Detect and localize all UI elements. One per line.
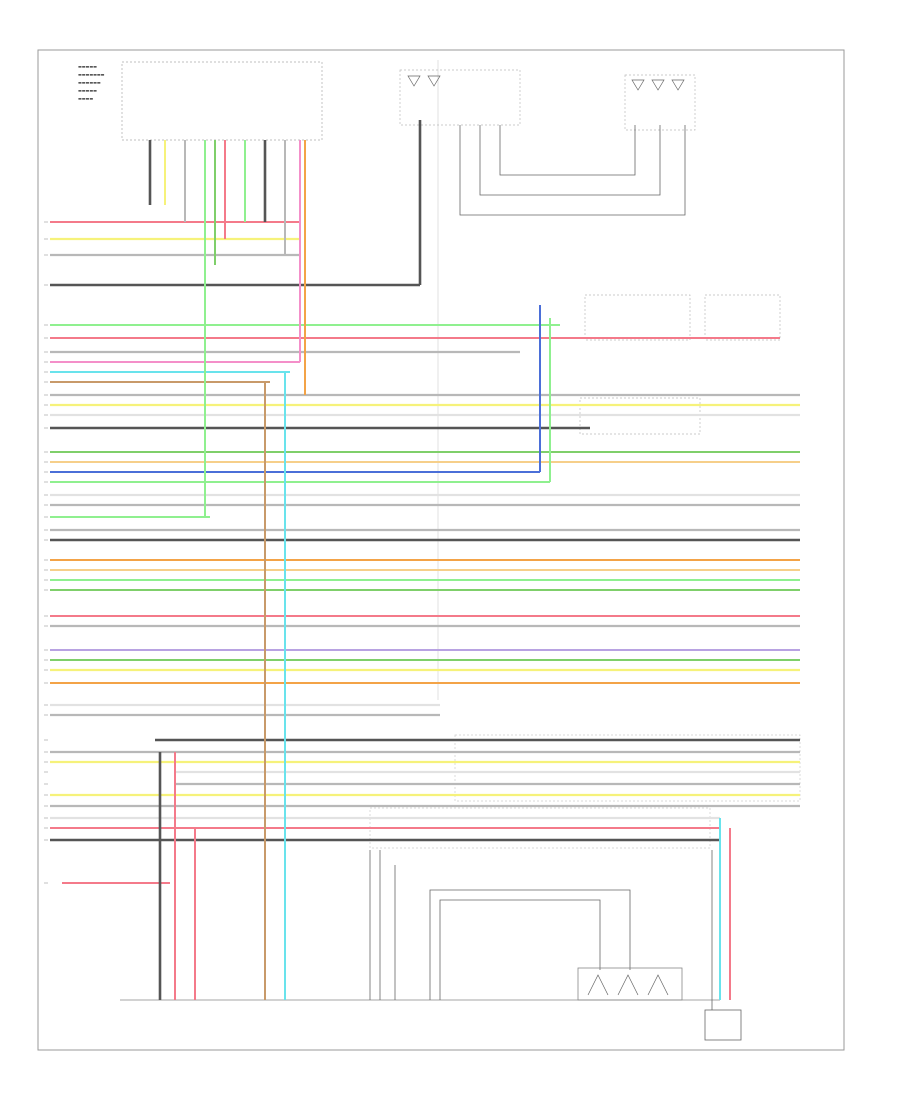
top-right-connector-a [399,69,521,126]
vertical-wire-layer [148,120,731,1000]
top-left-connector: ▬▬▬▬▬ ▬▬▬▬▬▬▬ ▬▬▬▬▬▬ ▬▬▬▬▬ ▬▬▬▬ [78,61,323,141]
svg-text:▬▬▬▬▬: ▬▬▬▬▬ [78,64,97,69]
svg-text:▬▬▬▬▬▬: ▬▬▬▬▬▬ [78,80,101,85]
svg-text:▬▬▬▬▬: ▬▬▬▬▬ [78,88,97,93]
svg-text:▬▬▬▬: ▬▬▬▬ [78,96,93,101]
right-connector-upper [584,294,781,341]
bus-line [479,125,661,196]
bus-line [499,125,636,176]
bus-line [459,125,686,216]
bottom-components [120,850,742,1041]
top-right-connector-b [624,74,696,131]
svg-text:▬▬▬▬▬▬▬: ▬▬▬▬▬▬▬ [78,72,105,77]
wire-layer [44,221,800,884]
diagram-frame [37,49,845,1051]
